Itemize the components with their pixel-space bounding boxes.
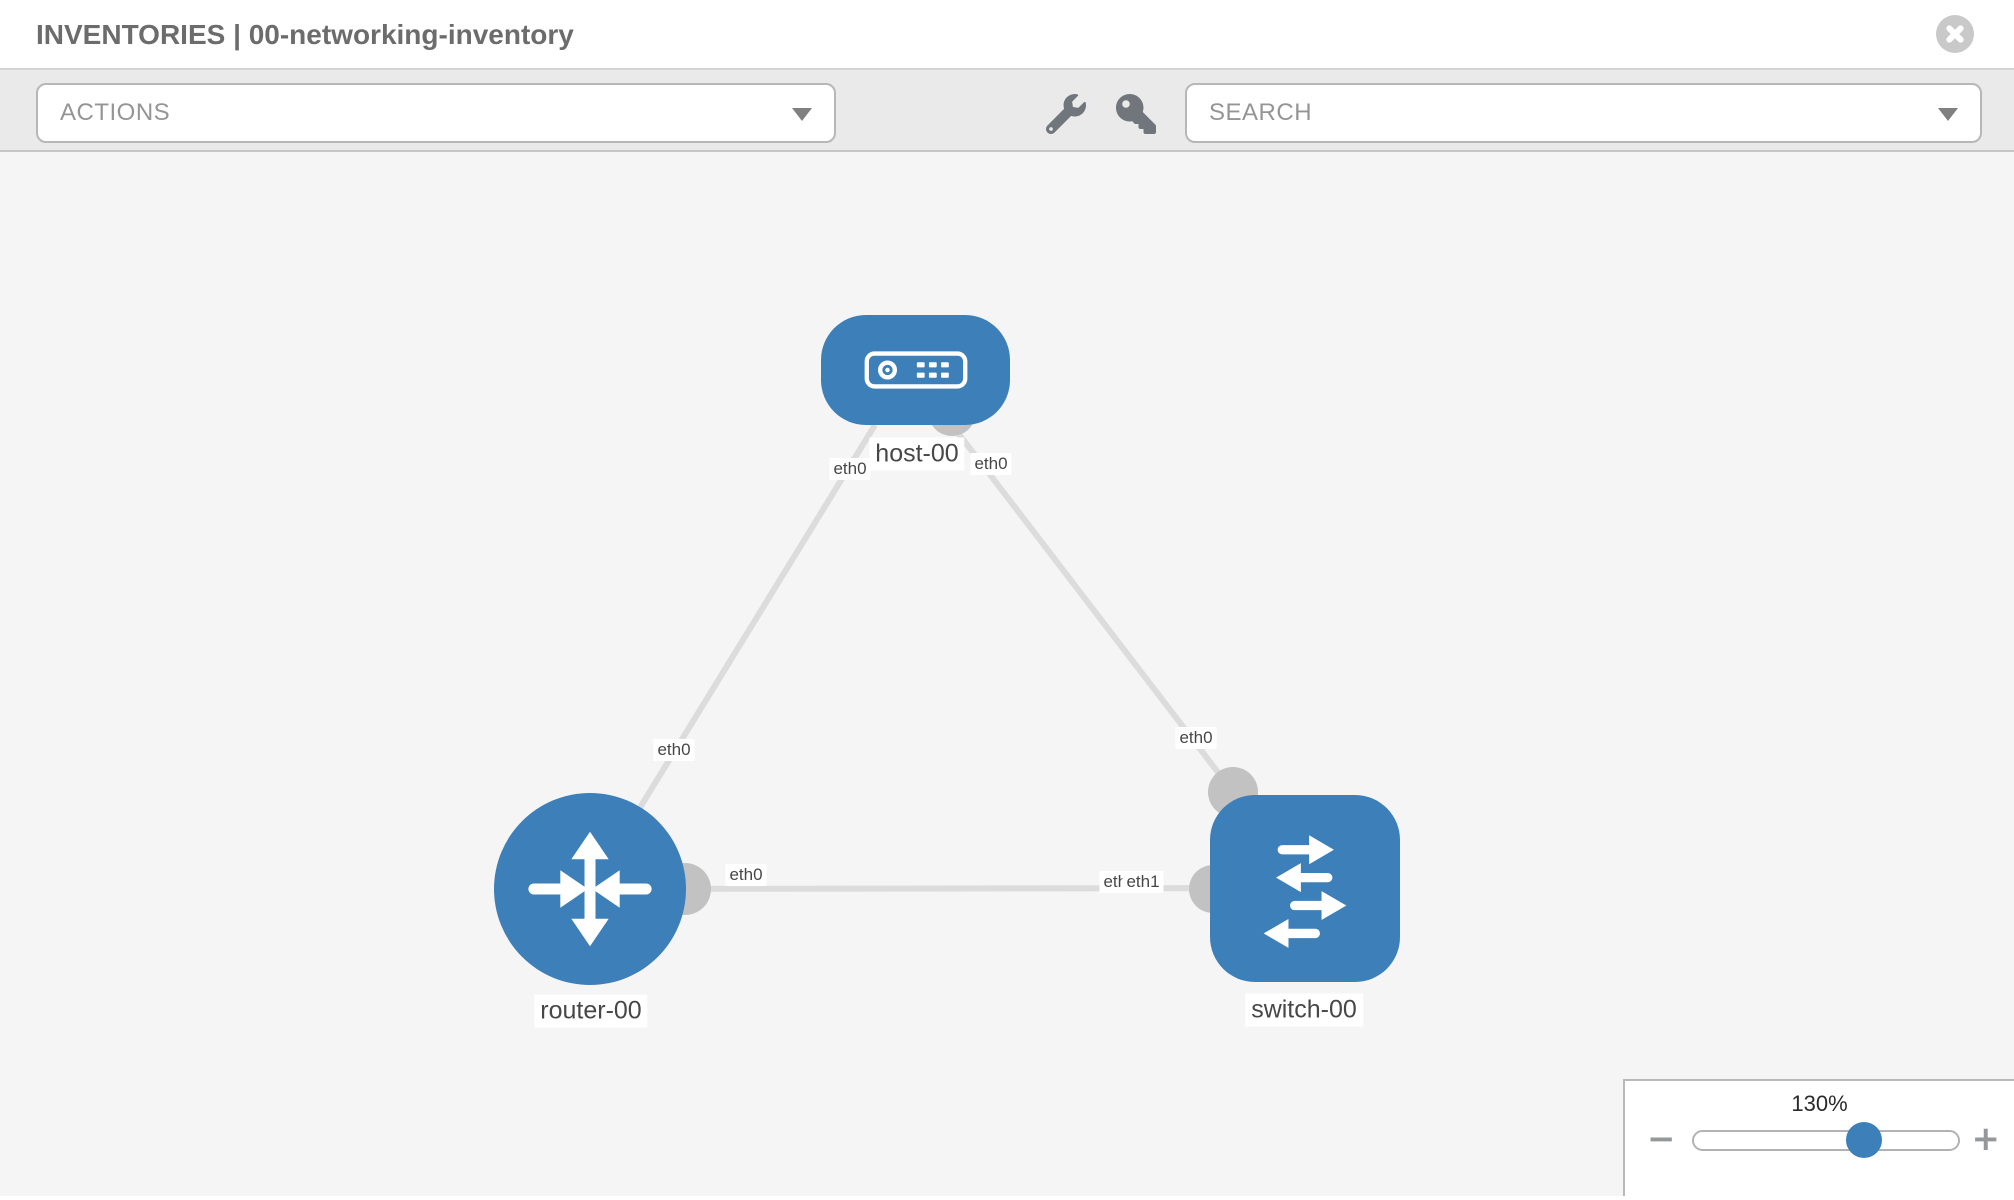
router-icon [528,831,652,947]
node-router-00[interactable] [494,793,686,985]
node-host-00[interactable] [821,315,1010,425]
search-dropdown-label: SEARCH [1209,99,1313,126]
zoom-slider-handle[interactable] [1846,1122,1882,1158]
interface-label-switch-eth0-top: eth0 [1175,727,1217,749]
node-label-switch: switch-00 [1245,993,1363,1027]
zoom-control-panel: 130% − + [1623,1079,2014,1196]
wrench-icon [1046,94,1086,134]
tools-button[interactable] [1042,90,1090,138]
page-title: INVENTORIES | 00-networking-inventory [36,19,574,50]
interface-label-host-eth0-right: eth0 [970,453,1012,475]
node-label-host: host-00 [869,437,965,471]
toolbar: ACTIONS SEARCH [0,70,2014,152]
switch-icon [1263,834,1347,948]
credentials-button[interactable] [1112,90,1160,138]
close-icon[interactable] [1936,15,1974,53]
host-icon [864,351,967,389]
search-dropdown[interactable]: SEARCH [1185,83,1982,143]
actions-dropdown[interactable]: ACTIONS [36,83,836,143]
breadcrumb-header: INVENTORIES | 00-networking-inventory [0,0,2014,70]
zoom-out-button[interactable]: − [1647,1119,1676,1159]
chevron-down-icon [1938,108,1958,121]
key-icon [1116,94,1156,134]
interface-label-host-eth0-left: eth0 [829,458,871,480]
interface-label-router-eth0-top: eth0 [653,739,695,761]
node-switch-00[interactable] [1210,795,1400,982]
node-label-router: router-00 [534,994,648,1028]
topology-canvas[interactable]: host-00 router-00 switch-00 eth0 eth0 et… [0,152,2014,1196]
zoom-in-button[interactable]: + [1971,1119,2001,1159]
zoom-slider-track[interactable] [1692,1130,1960,1151]
interface-label-router-eth0-right: eth0 [725,864,767,886]
zoom-level-value: 130% [1791,1091,1848,1116]
chevron-down-icon [792,108,812,121]
topology-links-layer [587,388,1306,915]
actions-dropdown-label: ACTIONS [60,99,171,126]
interface-label-switch-eth1-left: eth1 [1122,871,1164,893]
